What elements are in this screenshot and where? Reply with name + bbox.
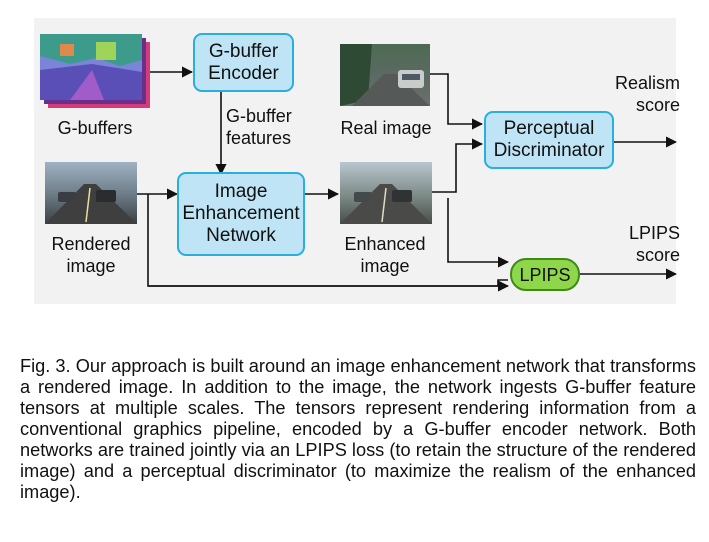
arrow-real-to-discriminator [430, 73, 484, 130]
connectors [137, 66, 678, 292]
rendered-image-label: Rendered image [51, 234, 131, 276]
rendered-image-thumbnail [45, 162, 137, 224]
gbuffer-encoder-node: G-buffer Encoder [193, 33, 294, 92]
arrow-enhanced-to-discriminator [432, 138, 484, 193]
gbuffers-thumbnail [40, 34, 150, 108]
figure-caption: Fig. 3. Our approach is built around an … [20, 356, 696, 503]
real-image-thumbnail [340, 44, 430, 106]
arrow-enhanced-to-lpips [447, 198, 510, 268]
gbuffers-label: G-buffers [57, 118, 133, 138]
lpips-score-label: LPIPS score [628, 223, 680, 265]
perceptual-discriminator-node: Perceptual Discriminator [484, 111, 614, 169]
gbuffer-features-label: G-buffer features [226, 106, 292, 148]
pipeline-figure: G-buffer Encoder Image Enhancement Netwo… [34, 18, 680, 304]
realism-score-label: Realism score [614, 73, 680, 115]
enhanced-image-thumbnail [340, 162, 432, 224]
lpips-node: LPIPS [510, 258, 580, 291]
image-enhancement-network-node: Image Enhancement Network [177, 172, 305, 256]
real-image-label: Real image [340, 118, 432, 138]
enhanced-image-label: Enhanced image [344, 234, 426, 276]
